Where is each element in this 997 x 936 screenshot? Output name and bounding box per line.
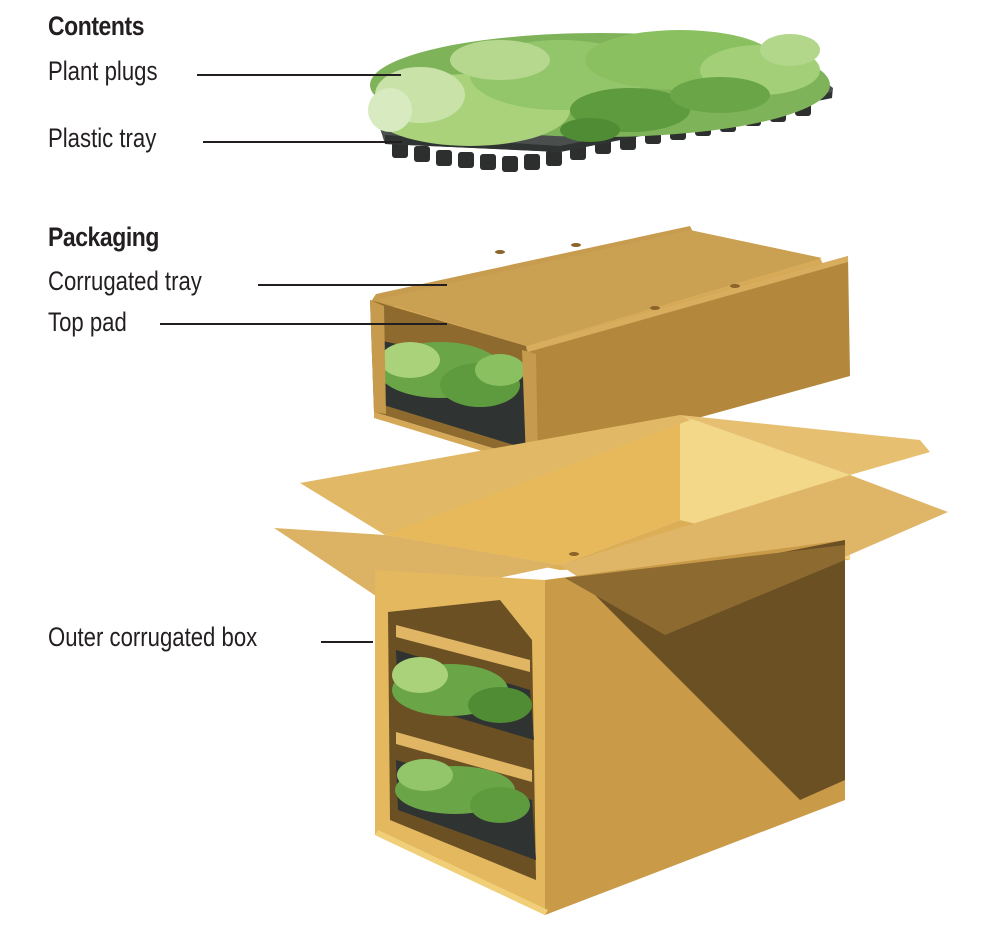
label-plant-plugs: Plant plugs bbox=[48, 56, 158, 86]
packaging-heading: Packaging bbox=[48, 222, 159, 252]
plant-tray-illustration bbox=[368, 30, 833, 172]
leader-line-top-pad bbox=[160, 323, 447, 325]
label-top-pad: Top pad bbox=[48, 307, 127, 337]
label-plastic-tray: Plastic tray bbox=[48, 123, 157, 153]
leader-line-outer-box bbox=[321, 641, 373, 643]
leader-line-corrugated-tray bbox=[258, 284, 447, 286]
corrugated-tray-illustration bbox=[370, 226, 850, 468]
label-corrugated-tray: Corrugated tray bbox=[48, 266, 202, 296]
outer-box-illustration bbox=[274, 415, 948, 915]
label-outer-corrugated-box: Outer corrugated box bbox=[48, 622, 258, 652]
leader-line-plant-plugs bbox=[197, 74, 401, 76]
contents-heading: Contents bbox=[48, 11, 145, 41]
leader-line-plastic-tray bbox=[203, 141, 402, 143]
